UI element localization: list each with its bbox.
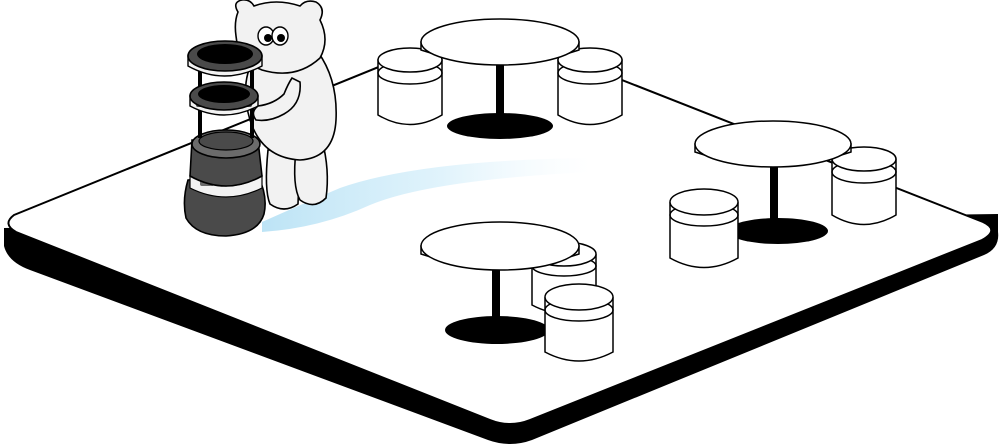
table-group-back [377, 18, 623, 139]
stool-front-front [544, 283, 614, 362]
table-group-right [669, 120, 897, 269]
bear-leg-left [265, 149, 301, 210]
bear-mascot-icon [234, 0, 337, 210]
table-stem [492, 262, 500, 332]
bear-eyes [257, 26, 289, 46]
serving-robot-icon [183, 40, 266, 237]
table-stem [496, 58, 504, 128]
table-group-front [420, 221, 614, 362]
motion-trail [262, 158, 590, 232]
stool-back-right [557, 47, 623, 126]
stool-right-back [831, 146, 897, 226]
table-stem [770, 158, 778, 232]
robot-tray-top [187, 40, 263, 77]
robot-tray-bottom [191, 129, 261, 159]
robot-tray-middle [189, 81, 259, 116]
round-table-right [694, 120, 852, 168]
round-table-front [420, 221, 580, 271]
round-table-back [420, 18, 580, 66]
stool-back-left [377, 47, 443, 126]
stool-right-front [669, 188, 739, 269]
